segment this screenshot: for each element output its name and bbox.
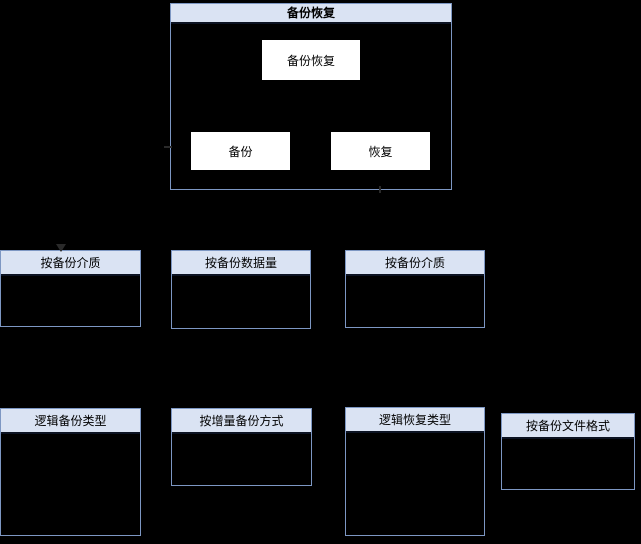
box-title: 按备份介质 — [346, 251, 484, 276]
node-recovery[interactable]: 恢复 — [331, 132, 430, 170]
box-body — [1, 276, 140, 326]
group-title: 备份恢复 — [171, 4, 451, 24]
box-title: 按备份数据量 — [172, 251, 310, 276]
box-title: 按备份文件格式 — [502, 414, 634, 439]
box-body — [346, 433, 484, 535]
connector-arrowhead-icon[interactable] — [56, 244, 66, 252]
box-by-incremental-backup-method[interactable]: 按增量备份方式 — [171, 408, 312, 486]
box-title: 按备份介质 — [1, 251, 140, 276]
box-title: 按增量备份方式 — [172, 409, 311, 434]
node-backup[interactable]: 备份 — [191, 132, 290, 170]
box-by-backup-file-format[interactable]: 按备份文件格式 — [501, 413, 635, 490]
box-body — [502, 439, 634, 489]
connector-stub-bottom[interactable] — [379, 186, 381, 193]
node-label: 备份 — [228, 144, 253, 159]
node-label: 备份恢复 — [286, 53, 335, 68]
group-backup-recovery[interactable]: 备份 恢复 — [170, 3, 452, 190]
box-by-backup-media-2[interactable]: 按备份介质 — [345, 250, 485, 328]
box-logical-recovery-type[interactable]: 逻辑恢复类型 — [345, 407, 485, 536]
box-title: 逻辑恢复类型 — [346, 408, 484, 433]
box-logical-backup-type[interactable]: 逻辑备份类型 — [0, 408, 141, 536]
box-body — [172, 276, 310, 328]
box-title: 逻辑备份类型 — [1, 409, 140, 434]
connector-stub-left[interactable] — [164, 146, 172, 148]
box-by-backup-data-volume[interactable]: 按备份数据量 — [171, 250, 311, 329]
box-body — [1, 434, 140, 535]
box-body — [346, 276, 484, 327]
box-body — [172, 434, 311, 485]
node-label: 恢复 — [368, 144, 393, 159]
node-backup-recovery[interactable]: 备份恢复 — [262, 40, 360, 80]
box-by-backup-media[interactable]: 按备份介质 — [0, 250, 141, 327]
